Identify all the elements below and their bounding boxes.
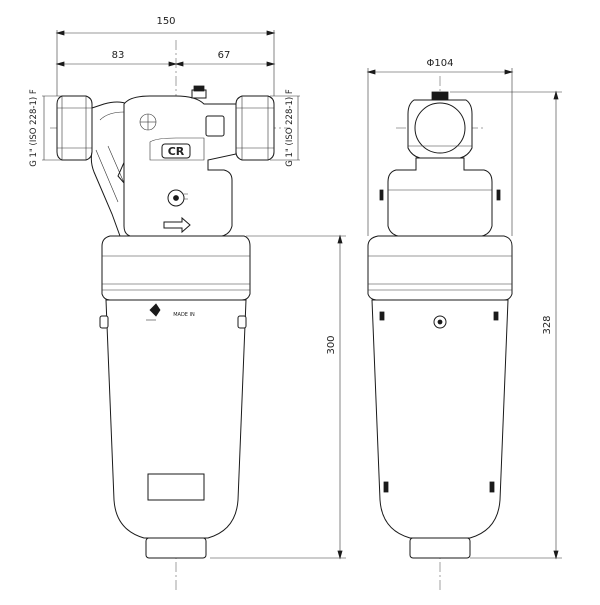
- front-view: CR: [50, 40, 290, 592]
- dimension-outlet-offset: 67: [174, 50, 276, 67]
- dimension-diameter: Φ104: [366, 58, 514, 236]
- outlet-nut: [205, 95, 275, 161]
- bowl-cap: [101, 235, 251, 301]
- made-in-marking: MADE IN: [146, 303, 195, 321]
- side-view: [367, 76, 513, 592]
- side-top-fitting: [407, 91, 473, 159]
- filter-bowl: MADE IN: [99, 299, 247, 559]
- dimension-body-height: 300: [210, 234, 346, 560]
- thread-label-left: G 1" (ISO 228-1) F: [29, 89, 39, 167]
- overall-width-label: 150: [156, 16, 175, 27]
- dimension-overall-height: 328: [450, 90, 562, 560]
- side-bowl-cap: [367, 235, 513, 301]
- body-height-label: 300: [326, 335, 337, 354]
- cr-logo: CR: [168, 145, 185, 158]
- made-in-label: MADE IN: [173, 312, 195, 318]
- inlet-offset-label: 83: [112, 50, 125, 61]
- side-filter-bowl: [371, 299, 509, 559]
- side-head-housing: [379, 157, 501, 237]
- dimension-inlet-offset: 83: [55, 50, 178, 67]
- outlet-offset-label: 67: [218, 50, 231, 61]
- dimension-overall-width: 150: [55, 16, 276, 96]
- diameter-label: Φ104: [427, 58, 454, 69]
- thread-callout-left: G 1" (ISO 228-1) F: [29, 89, 62, 167]
- head-housing: CR: [123, 85, 237, 237]
- inlet-nut: [56, 95, 93, 161]
- overall-height-label: 328: [542, 315, 553, 334]
